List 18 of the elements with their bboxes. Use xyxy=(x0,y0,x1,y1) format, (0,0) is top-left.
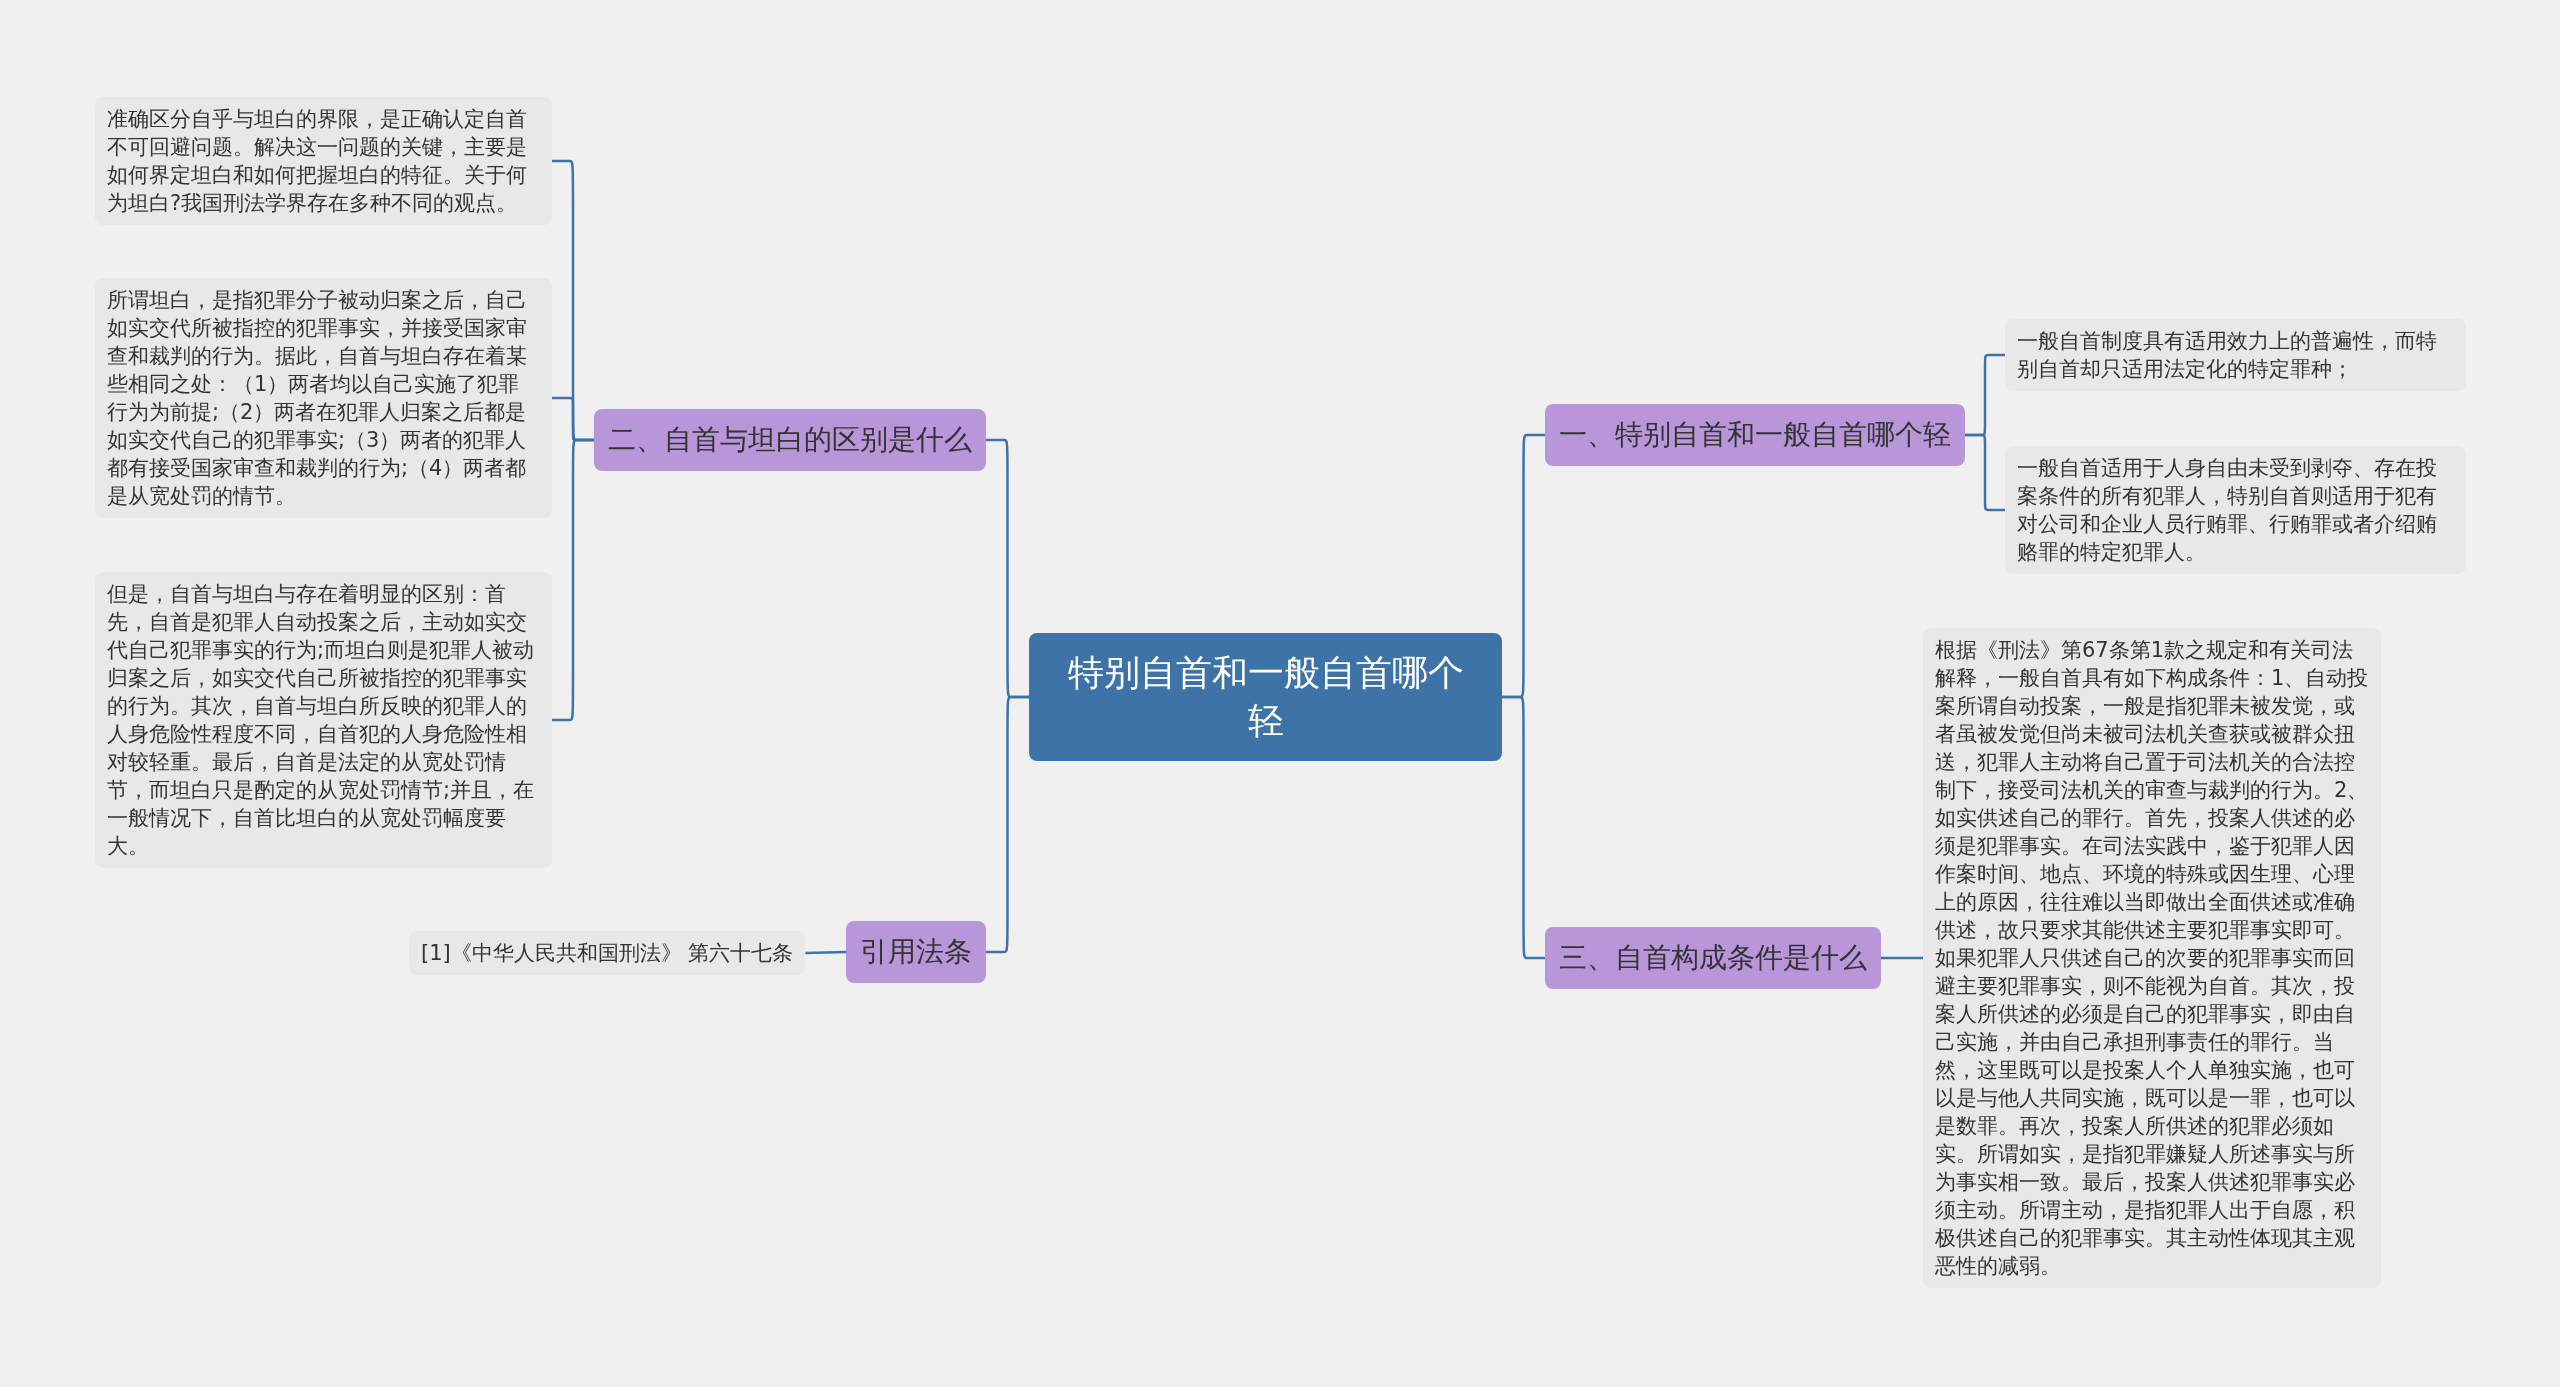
connector-line xyxy=(552,438,594,722)
connector-line xyxy=(986,695,1029,954)
connector-line xyxy=(1965,433,2005,512)
connector-line xyxy=(1881,956,1923,960)
topic-box: 二、自首与坦白的区别是什么 xyxy=(594,409,986,471)
topic-box: 引用法条 xyxy=(846,921,986,983)
note-box: [1]《中华人民共和国刑法》 第六十七条 xyxy=(409,931,806,975)
topic-box: 三、自首构成条件是什么 xyxy=(1545,927,1881,989)
note-box: 一般自首适用于人身自由未受到剥夺、存在投案条件的所有犯罪人，特别自首则适用于犯有对公司和企业人员行贿罪、行贿罪或者介绍贿赂罪的特定犯罪人。 xyxy=(2005,446,2466,574)
connector-line xyxy=(805,950,847,955)
central-topic-box: 特别自首和一般自首哪个轻 xyxy=(1029,633,1502,761)
topic-box: 一、特别自首和一般自首哪个轻 xyxy=(1545,404,1965,466)
note-box: 所谓坦白，是指犯罪分子被动归案之后，自己如实交代所被指控的犯罪事实，并接受国家审查和裁判的行为。据此，自首与坦白存在着某些相同之处：（1）两者均以自己实施了犯罪行为为前提;（2）两者在犯罪人归案之后都是如实交代自己的犯罪事实;（3）两者的犯罪人都有接受国家审查和裁判的行为;（4）两者都是从宽处罚的情节。 xyxy=(95,278,552,518)
note-box: 但是，自首与坦白与存在着明显的区别：首先，自首是犯罪人自动投案之后，主动如实交代自己犯罪事实的行为;而坦白则是犯罪人被动归案之后，如实交代自己所被指控的犯罪事实的行为。其次，自首与坦白所反映的犯罪人的人身危险性程度不同，自首犯的人身危险性相对较轻重。最后，自首是法定的从宽处罚情节，而坦白只是酌定的从宽处罚情节;并且，在一般情况下，自首比坦白的从宽处罚幅度要大。 xyxy=(95,572,552,868)
note-box: 一般自首制度具有适用效力上的普遍性，而特别自首却只适用法定化的特定罪种； xyxy=(2005,319,2466,391)
note-box: 准确区分自乎与坦白的界限，是正确认定自首不可回避问题。解决这一问题的关键，主要是如何界定坦白和如何把握坦白的特征。关于何为坦白?我国刑法学界存在多种不同的观点。 xyxy=(95,97,552,225)
note-box: 根据《刑法》第67条第1款之规定和有关司法解释，一般自首具有如下构成条件：1、自动投案所谓自动投案，一般是指犯罪未被发觉，或者虽被发觉但尚未被司法机关查获或被群众扭送，犯罪人主动将自己置于司法机关的合法控制下，接受司法机关的审查与裁判的行为。2、如实供述自己的罪行。首先，投案人供述的必须是犯罪事实。在司法实践中，鉴于犯罪人因作案时间、地点、环境的特殊或因生理、心理上的原因，往往难以当即做出全面供述或准确供述，故只要求其能供述主要犯罪事实即可。如果犯罪人只供述自己的次要的犯罪事实而回避主要犯罪事实，则不能视为自首。其次，投案人所供述的必须是自己的犯罪事实，即由自己实施，并由自己承担刑事责任的罪行。当然，这里既可以是投案人个人单独实施，也可以是与他人共同实施，既可以是一罪，也可以是数罪。再次，投案人所供述的犯罪必须如实。所谓如实，是指犯罪嫌疑人所述事实与所为事实相一致。最后，投案人供述犯罪事实必须主动。所谓主动，是指犯罪人出于自愿，积极供述自己的犯罪事实。其主动性体现其主观恶性的减弱。 xyxy=(1923,628,2381,1288)
connector-line xyxy=(1502,695,1545,960)
